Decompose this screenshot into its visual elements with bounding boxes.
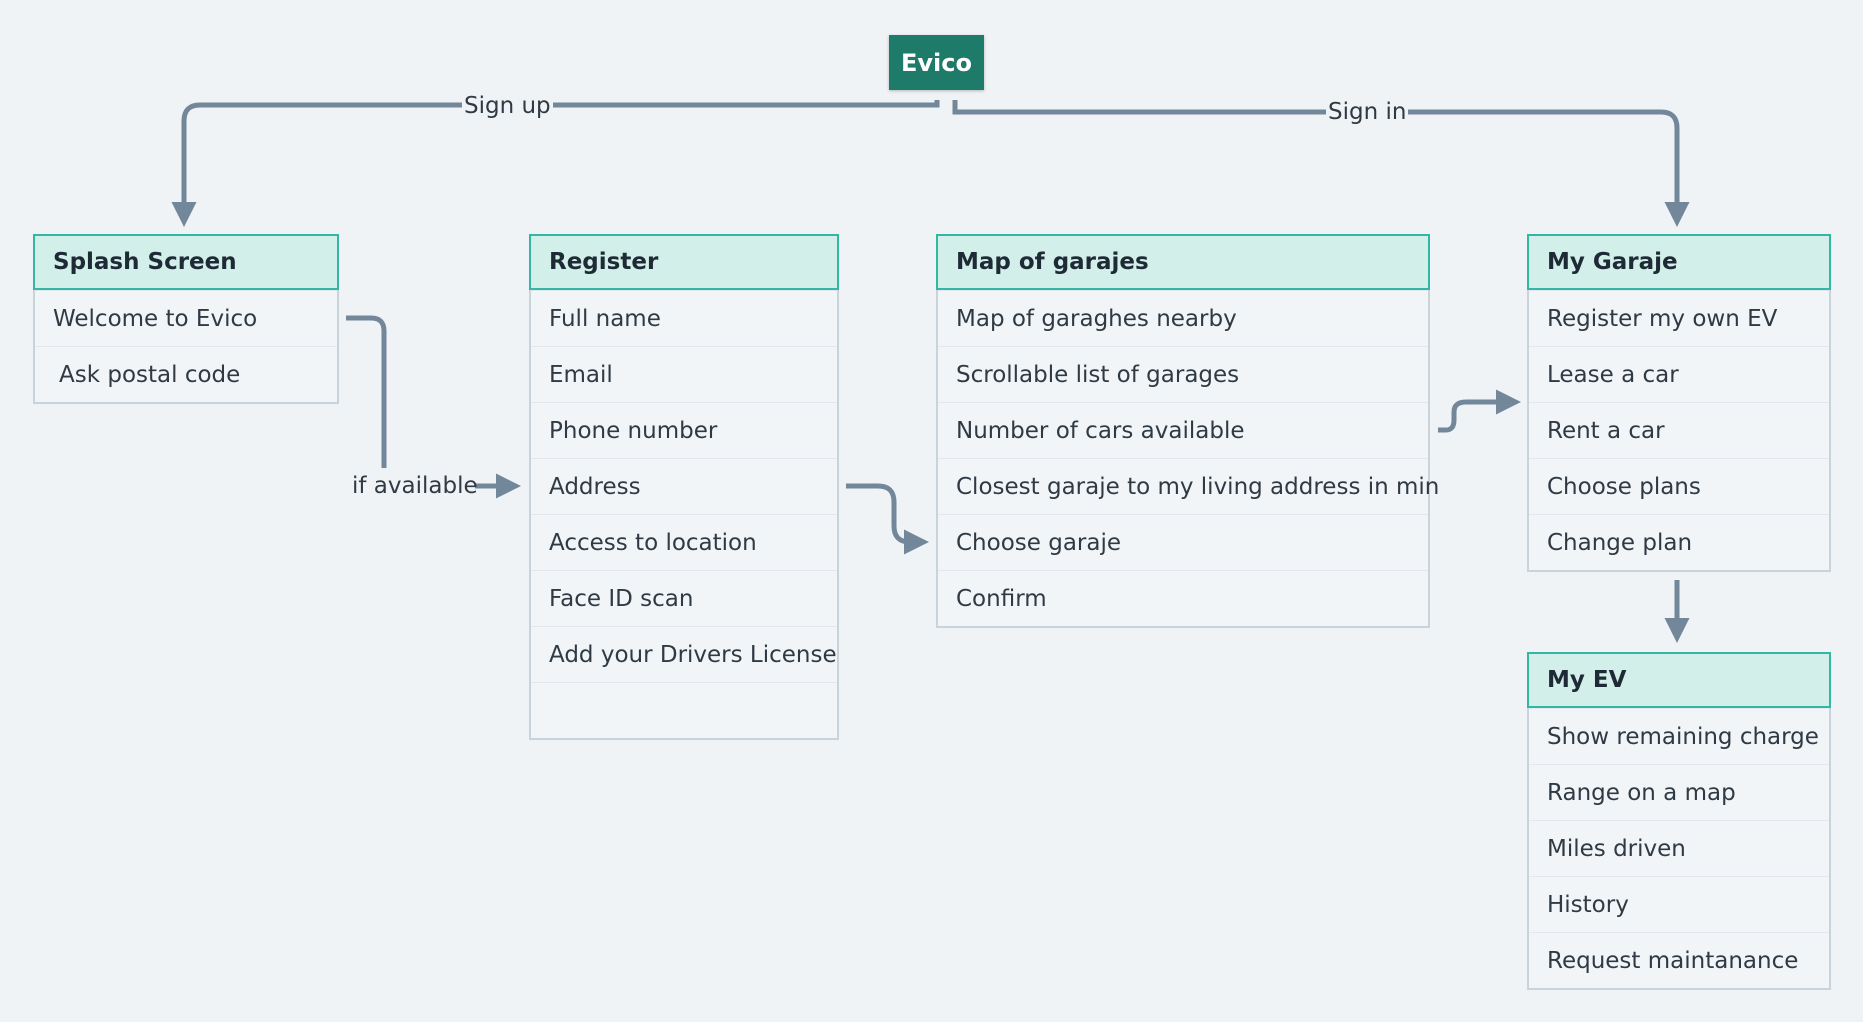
- card-row: Confirm: [938, 570, 1428, 626]
- card-row: Choose garaje: [938, 514, 1428, 570]
- root-node-evico[interactable]: Evico: [889, 35, 984, 90]
- my-garaje-card[interactable]: My Garaje Register my own EV Lease a car…: [1527, 234, 1831, 572]
- card-row: Request maintanance: [1529, 932, 1829, 988]
- sign-up-label: Sign up: [462, 92, 553, 120]
- card-row: Range on a map: [1529, 764, 1829, 820]
- card-row: Show remaining charge: [1529, 708, 1829, 764]
- card-row: Map of garaghes nearby: [938, 290, 1428, 346]
- map-of-garajes-card[interactable]: Map of garajes Map of garaghes nearby Sc…: [936, 234, 1439, 628]
- card-title: My EV: [1527, 652, 1831, 708]
- card-row: Full name: [531, 290, 837, 346]
- card-row: Lease a car: [1529, 346, 1829, 402]
- map-to-garaje-connector: [1438, 389, 1521, 433]
- card-row: Face ID scan: [531, 570, 837, 626]
- card-row: Access to location: [531, 514, 837, 570]
- if-available-label: if available: [352, 473, 478, 499]
- register-to-map-connector: [846, 483, 929, 555]
- card-row: Scrollable list of garages: [938, 346, 1428, 402]
- card-title: My Garaje: [1527, 234, 1831, 290]
- sign-in-label: Sign in: [1326, 98, 1409, 126]
- sign-up-connector: [171, 100, 940, 227]
- card-row: Email: [531, 346, 837, 402]
- card-row: Ask postal code: [35, 346, 337, 402]
- card-row: Register my own EV: [1529, 290, 1829, 346]
- card-title: Splash Screen: [33, 234, 339, 290]
- card-row: Add your Drivers License: [531, 626, 837, 682]
- card-title: Map of garajes: [936, 234, 1430, 290]
- card-row: History: [1529, 876, 1829, 932]
- card-row: Closest garaje to my living address in m…: [938, 458, 1439, 514]
- card-row: Number of cars available: [938, 402, 1428, 458]
- root-node-label: Evico: [901, 48, 972, 77]
- my-ev-card[interactable]: My EV Show remaining charge Range on a m…: [1527, 652, 1831, 990]
- card-row: Welcome to Evico: [35, 290, 337, 346]
- splash-screen-card[interactable]: Splash Screen Welcome to Evico Ask posta…: [33, 234, 339, 404]
- card-row-empty: [531, 682, 837, 738]
- card-row: Rent a car: [1529, 402, 1829, 458]
- card-row: Change plan: [1529, 514, 1829, 570]
- card-row: Choose plans: [1529, 458, 1829, 514]
- card-title: Register: [529, 234, 839, 290]
- register-card[interactable]: Register Full name Email Phone number Ad…: [529, 234, 839, 740]
- if-available-connector: [346, 315, 387, 468]
- card-row: Miles driven: [1529, 820, 1829, 876]
- card-row: Phone number: [531, 402, 837, 458]
- sign-in-connector: [952, 100, 1690, 227]
- card-row: Address: [531, 458, 837, 514]
